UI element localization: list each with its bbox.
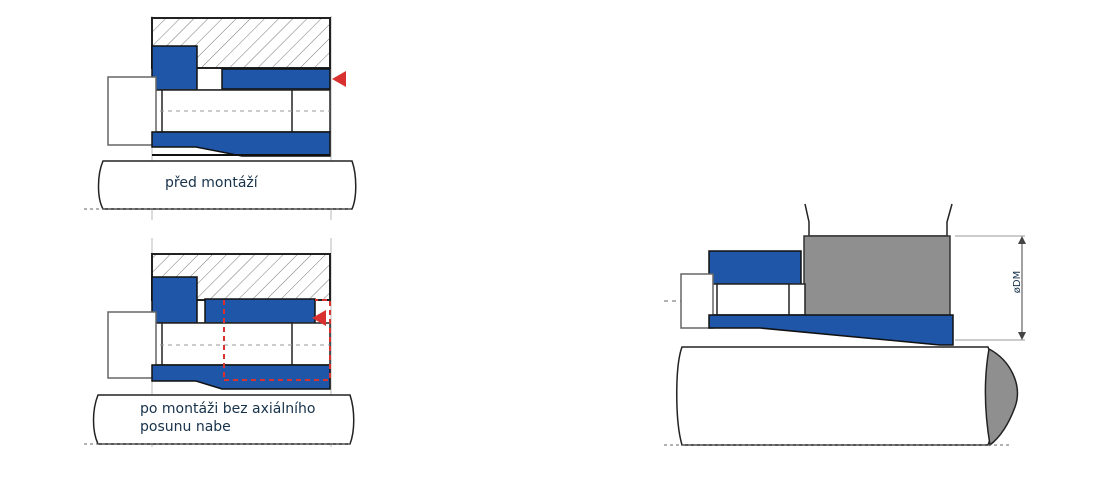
drawing-after-mounting [84,238,355,447]
gray-hub-block [803,235,951,329]
blue-cone-right [708,314,954,346]
shaft-right [676,346,999,446]
drawing-right [664,203,1026,447]
screw-threaded-bottom [161,322,293,366]
red-dashed-outline [223,299,331,381]
label-after-mounting-line-1: po montáži bez axiálního [140,401,316,417]
screw-head-top [107,76,157,146]
blue-cone-lower-top [151,131,331,157]
dim-arrow-top [1018,236,1026,244]
screw-head-right [680,273,714,329]
blue-cone-lower-bottom [151,364,331,390]
red-arrow-bottom [312,310,326,326]
blue-sleeve-lower-left [151,276,198,324]
screw-head-bottom [107,311,157,379]
shaft-section-right [984,347,1019,447]
blue-sleeve-upper-right [221,68,331,90]
blue-sleeve-upper-left [151,45,198,91]
red-arrow-top [332,71,346,87]
label-before-mounting: před montáží [165,175,258,191]
dim-arrow-bottom [1018,332,1026,340]
hub-lines-right [804,203,953,237]
drawing-before-mounting [84,16,357,220]
hatched-hub-top [151,17,331,69]
diameter-label: øDM [1012,270,1024,294]
blue-sleeve-right-top [708,250,802,286]
label-after-mounting-line-2: posunu nabe [140,419,231,435]
screw-threaded-right [716,283,790,316]
shaft-top [97,160,357,210]
